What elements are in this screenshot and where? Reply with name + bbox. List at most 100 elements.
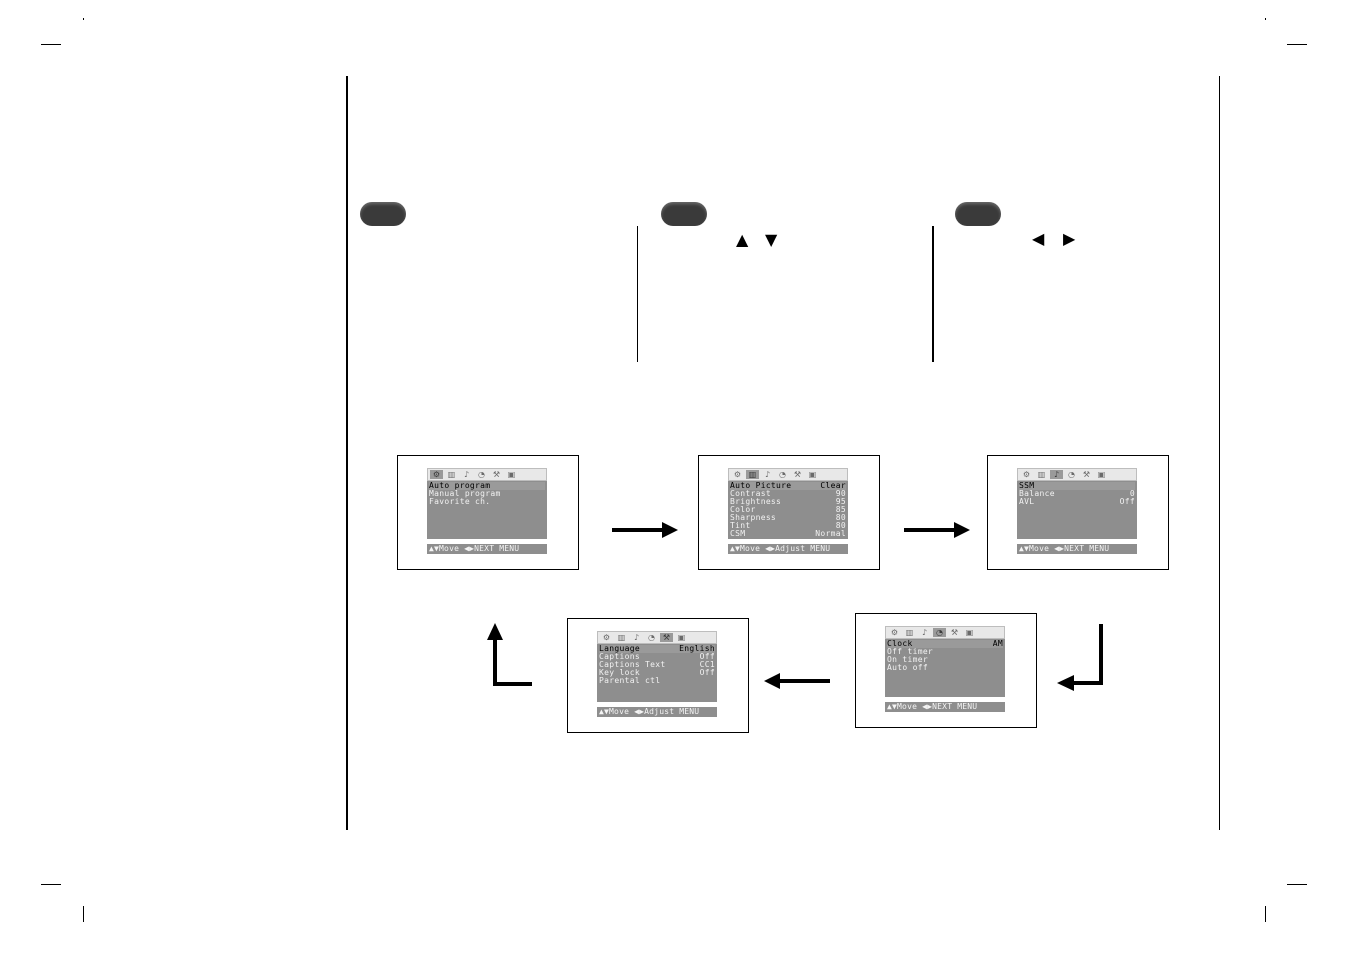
- crop-mark: [1287, 44, 1307, 45]
- osd-menu-item: Parental ctl: [599, 677, 715, 685]
- osd-item-label: Favorite ch.: [429, 497, 491, 506]
- picture-icon: ▥: [447, 470, 456, 479]
- osd-menu-item: Favorite ch.: [429, 498, 545, 506]
- osd-menu-item: Auto program: [429, 482, 545, 490]
- osd-icon-bar: ⚙▥♪◔⚒▣: [1017, 468, 1137, 481]
- special-icon: ⚒: [793, 470, 802, 479]
- osd-footer-hint: ▲▼Move ◀▶NEXT MENU: [1017, 544, 1137, 554]
- sound-icon: ♪: [633, 633, 640, 642]
- special-icon: ⚒: [492, 470, 501, 479]
- osd-item-label: Captions Text: [599, 660, 666, 669]
- special-icon: ⚒: [950, 628, 959, 637]
- step-divider: [637, 226, 638, 362]
- osd-menu-item: Off timer: [887, 648, 1003, 656]
- osd-icon-bar: ⚙▥♪◔⚒▣: [597, 631, 717, 644]
- sound-icon: ♪: [1050, 470, 1063, 479]
- osd-item-label: On timer: [887, 655, 928, 664]
- screen-icon: ▣: [965, 628, 974, 637]
- osd-item-value: 85: [835, 505, 846, 514]
- osd-item-label: Auto Picture: [730, 481, 792, 490]
- osd-menu-item: Auto off: [887, 664, 1003, 672]
- time-icon: ◔: [933, 628, 946, 637]
- osd-empty-row: [429, 514, 545, 522]
- osd-footer-hint: ▲▼Move ◀▶Adjust MENU: [728, 544, 848, 554]
- osd-item-value: 90: [835, 489, 846, 498]
- time-icon: ◔: [779, 470, 786, 479]
- osd-empty-row: [1019, 522, 1135, 530]
- step-divider: [932, 226, 934, 362]
- osd-item-label: Tint: [730, 521, 751, 530]
- osd-item-value: Clear: [820, 481, 846, 490]
- osd-item-value: 80: [835, 513, 846, 522]
- osd-item-label: Auto off: [887, 663, 928, 672]
- page-left-rule: [346, 76, 348, 830]
- osd-item-value: 95: [835, 497, 846, 506]
- flow-arrow-right: [904, 522, 970, 538]
- osd-empty-row: [429, 530, 545, 538]
- crop-mark: [41, 884, 61, 885]
- osd-item-label: Language: [599, 644, 640, 653]
- osd-item-label: AVL: [1019, 497, 1035, 506]
- osd-item-label: SSM: [1019, 481, 1035, 490]
- osd-item-label: Captions: [599, 652, 640, 661]
- osd-item-label: Off timer: [887, 647, 934, 656]
- osd-empty-row: [887, 680, 1003, 688]
- flow-arrow-left: [764, 673, 830, 689]
- osd-item-label: Contrast: [730, 489, 771, 498]
- osd-icon-bar: ⚙▥♪◔⚒▣: [885, 626, 1005, 639]
- osd-empty-row: [599, 685, 715, 693]
- osd-item-label: Sharpness: [730, 513, 777, 522]
- osd-footer-hint: ▲▼Move ◀▶NEXT MENU: [885, 702, 1005, 712]
- osd-empty-row: [429, 506, 545, 514]
- screen-icon: ▣: [808, 470, 817, 479]
- flow-arrow-up: [487, 623, 532, 686]
- setup-icon: ⚙: [430, 470, 443, 479]
- osd-footer-hint: ▲▼Move ◀▶Adjust MENU: [597, 707, 717, 717]
- picture-icon: ▥: [746, 470, 759, 479]
- crop-mark: [83, 906, 84, 922]
- osd-item-value: AM: [992, 639, 1003, 648]
- osd-menu-item: Auto Picture Clear: [730, 482, 846, 490]
- osd-menu-item: Contrast 90: [730, 490, 846, 498]
- osd-item-label: Key lock: [599, 668, 640, 677]
- osd-empty-row: [1019, 530, 1135, 538]
- osd-footer-hint: ▲▼Move ◀▶NEXT MENU: [427, 544, 547, 554]
- osd-menu-item: Key lock Off: [599, 669, 715, 677]
- flow-arrow-down-left: [1057, 624, 1103, 691]
- crop-mark: [1265, 906, 1266, 922]
- osd-item-label: Parental ctl: [599, 676, 661, 685]
- sound-icon: ♪: [921, 628, 928, 637]
- osd-empty-row: [429, 522, 545, 530]
- osd-empty-row: [887, 688, 1003, 696]
- picture-icon: ▥: [905, 628, 914, 637]
- picture-icon: ▥: [617, 633, 626, 642]
- crop-mark: [83, 18, 84, 20]
- setup-icon: ⚙: [1022, 470, 1031, 479]
- setup-icon: ⚙: [602, 633, 611, 642]
- osd-item-label: Manual program: [429, 489, 501, 498]
- osd-item-label: Clock: [887, 639, 913, 648]
- osd-menu-item: Manual program: [429, 490, 545, 498]
- osd-item-label: Balance: [1019, 489, 1055, 498]
- osd-item-value: Normal: [815, 529, 846, 538]
- screen-icon: ▣: [1097, 470, 1106, 479]
- osd-item-value: Off: [699, 668, 715, 677]
- left-arrow-icon: ◀: [1032, 229, 1045, 248]
- special-icon: ⚒: [1082, 470, 1091, 479]
